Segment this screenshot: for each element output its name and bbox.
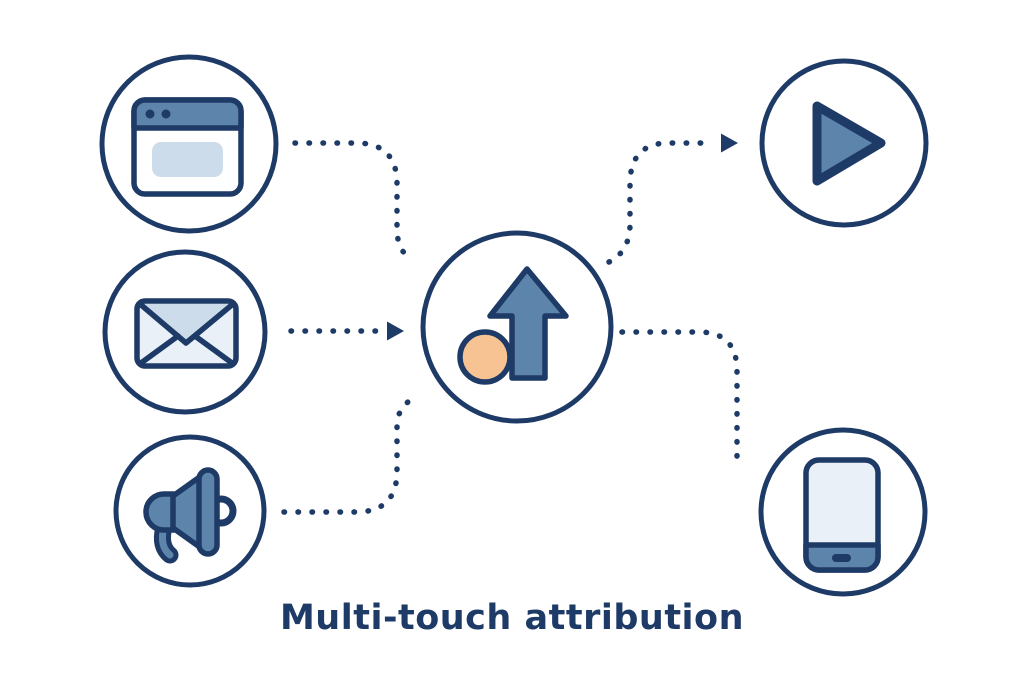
touchpoint-dot bbox=[457, 329, 513, 385]
up-arrow bbox=[487, 266, 569, 381]
browser-window-icon bbox=[131, 97, 244, 197]
megaphone-bell bbox=[196, 467, 220, 557]
node-email bbox=[102, 249, 268, 415]
play-video-icon bbox=[812, 101, 886, 186]
megaphone-mouth bbox=[143, 491, 177, 533]
connector-browser-to-center bbox=[292, 140, 414, 264]
browser-dot bbox=[145, 109, 155, 119]
envelope-flap bbox=[137, 301, 236, 346]
phone-home-button bbox=[832, 554, 851, 562]
megaphone-icon bbox=[143, 467, 237, 564]
envelope-crease bbox=[138, 333, 181, 366]
connector-center-to-phone bbox=[619, 329, 740, 462]
node-browser bbox=[99, 54, 279, 234]
node-play bbox=[759, 58, 929, 228]
browser-dot bbox=[161, 109, 171, 119]
browser-titlebar bbox=[131, 97, 244, 131]
connector-center-to-play bbox=[606, 133, 738, 265]
arrowhead-icon bbox=[387, 321, 404, 341]
envelope-crease bbox=[192, 333, 235, 366]
smartphone-icon bbox=[803, 457, 881, 573]
arrowhead-icon bbox=[721, 133, 738, 153]
email-envelope-icon bbox=[134, 298, 239, 369]
conversion-up-arrow-icon bbox=[457, 266, 569, 385]
node-conversion bbox=[420, 230, 614, 424]
node-megaphone bbox=[113, 434, 267, 588]
page-title: Multi-touch attribution bbox=[279, 598, 745, 638]
node-phone bbox=[758, 427, 928, 597]
connector-megaphone-to-center bbox=[281, 396, 415, 515]
browser-content-block bbox=[152, 142, 223, 177]
play-triangle bbox=[812, 101, 886, 186]
connector-email-to-center bbox=[288, 321, 404, 341]
